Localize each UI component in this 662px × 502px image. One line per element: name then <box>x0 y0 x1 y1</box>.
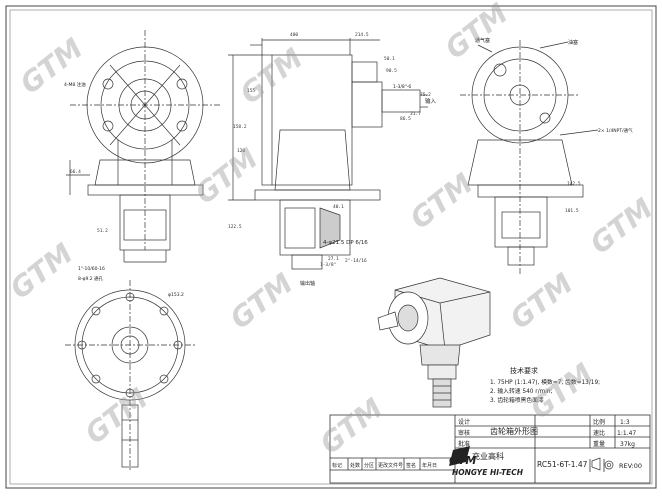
dimension-value: 31.7 <box>410 111 421 117</box>
watermark: GTM <box>14 32 89 101</box>
annotation-vent: 通气塞 <box>475 37 490 44</box>
annotation-spline-out: 4-φ21.5 DP 6/16 <box>323 240 368 246</box>
dimension-value: 51.2 <box>97 228 108 234</box>
watermark: GTM <box>584 192 659 261</box>
dimension-value: 90.5 <box>386 68 397 74</box>
annotation-oil-plug: 油塞 <box>568 39 578 46</box>
revision-header: 更改文件号 <box>378 462 403 469</box>
ratio-label: 速比 <box>593 429 605 437</box>
model-number: RC51-6T-1.47 <box>537 460 588 469</box>
iso-view <box>377 277 491 408</box>
company-name-en: HONGYE HI-TECH <box>452 468 524 477</box>
tech-req-line: 3. 齿轮箱喷黑色面漆 <box>490 396 544 404</box>
revision-header: 处数 <box>350 462 360 469</box>
weight-value: 37kg <box>620 441 635 448</box>
dimension-value: 66.4 <box>70 169 81 175</box>
company-logo <box>449 446 470 466</box>
watermark: GTM <box>4 237 79 306</box>
title-block-label: 批准 <box>458 440 470 448</box>
dimension-value: 214.5 <box>355 32 369 38</box>
dimension-value: 40.1 <box>333 204 344 210</box>
annotation-side-note: 2× 1/4NPT/通气 <box>598 127 633 134</box>
dimension-value: 122.5 <box>228 224 242 230</box>
side-view <box>228 38 428 270</box>
dimension-value: 400 <box>290 32 298 38</box>
drawing-title: 齿轮箱外形图 <box>490 426 538 436</box>
front-view <box>66 30 220 263</box>
dimension-value: 155 <box>247 88 255 94</box>
weight-label: 重量 <box>593 440 605 448</box>
dimension-value: 120 <box>237 148 245 154</box>
annotation-input: 输入 <box>425 97 437 105</box>
title-block-label: 审核 <box>458 429 470 437</box>
bottom-view <box>65 280 195 470</box>
watermark: GTM <box>224 267 299 336</box>
dimension-value: 142.5 <box>567 181 581 187</box>
watermark: GTM <box>314 392 389 461</box>
watermark: GTM <box>79 382 154 451</box>
tech-req-line: 2. 输入转速 540 r/min; <box>490 387 553 395</box>
dimension-value: 27.1 <box>328 256 339 262</box>
annotation-bottom-spline: 1"-10/60-16 <box>78 266 105 272</box>
dimension-value: 50.1 <box>384 56 395 62</box>
title-block-label: 设计 <box>458 418 470 426</box>
logo-text: GTM <box>449 454 476 467</box>
company-name-cn: 充业高科 <box>472 451 504 461</box>
inner-border <box>9 9 653 485</box>
revision-header: 签名 <box>406 462 416 469</box>
projection-symbol <box>591 457 614 471</box>
watermark: GTM <box>404 167 479 236</box>
dimension-value: 2"-14/16 <box>345 258 367 264</box>
revision-header: 分区 <box>364 462 374 469</box>
rear-view <box>460 40 599 275</box>
rev-label: REV:00 <box>619 462 642 470</box>
scale-label: 比例 <box>593 418 605 426</box>
dimension-value: 75.2 <box>420 92 431 98</box>
annotation-holes: 8-φ9.2 通孔 <box>78 275 104 282</box>
dimension-value: 86.5 <box>400 116 411 122</box>
dimension-value: 1-3/8" <box>320 262 336 268</box>
dimension-value: 101.5 <box>565 208 579 214</box>
dimension-value: 158.2 <box>233 124 247 130</box>
revision-header: 年月日 <box>422 462 437 469</box>
watermark: GTM <box>504 267 579 336</box>
ratio-value: 1:1.47 <box>617 430 636 437</box>
tech-req-title: 技术要求 <box>510 366 538 375</box>
watermark: GTM <box>234 42 309 111</box>
tech-req-line: 1. 75HP (1:1.47), 模数=7, 齿数=13/19; <box>490 378 600 386</box>
text-layer: 齿轮箱外形图 RC51-6T-1.47 比例 1:3 速比 1:1.47 重量 37kgREV… <box>64 32 642 477</box>
annotation-fill-bolt: 4-M8 注油 <box>64 81 86 88</box>
scale-value: 1:3 <box>620 419 630 426</box>
annotation-output: 输出轴 <box>300 280 315 287</box>
annotation-spline-in: 1-3/8"-6 <box>393 84 411 90</box>
title-block-frame <box>329 414 651 484</box>
sheet-border <box>5 5 657 489</box>
annotation-bolt-circle: φ153.2 <box>168 292 184 298</box>
revision-header: 标记 <box>332 462 342 469</box>
